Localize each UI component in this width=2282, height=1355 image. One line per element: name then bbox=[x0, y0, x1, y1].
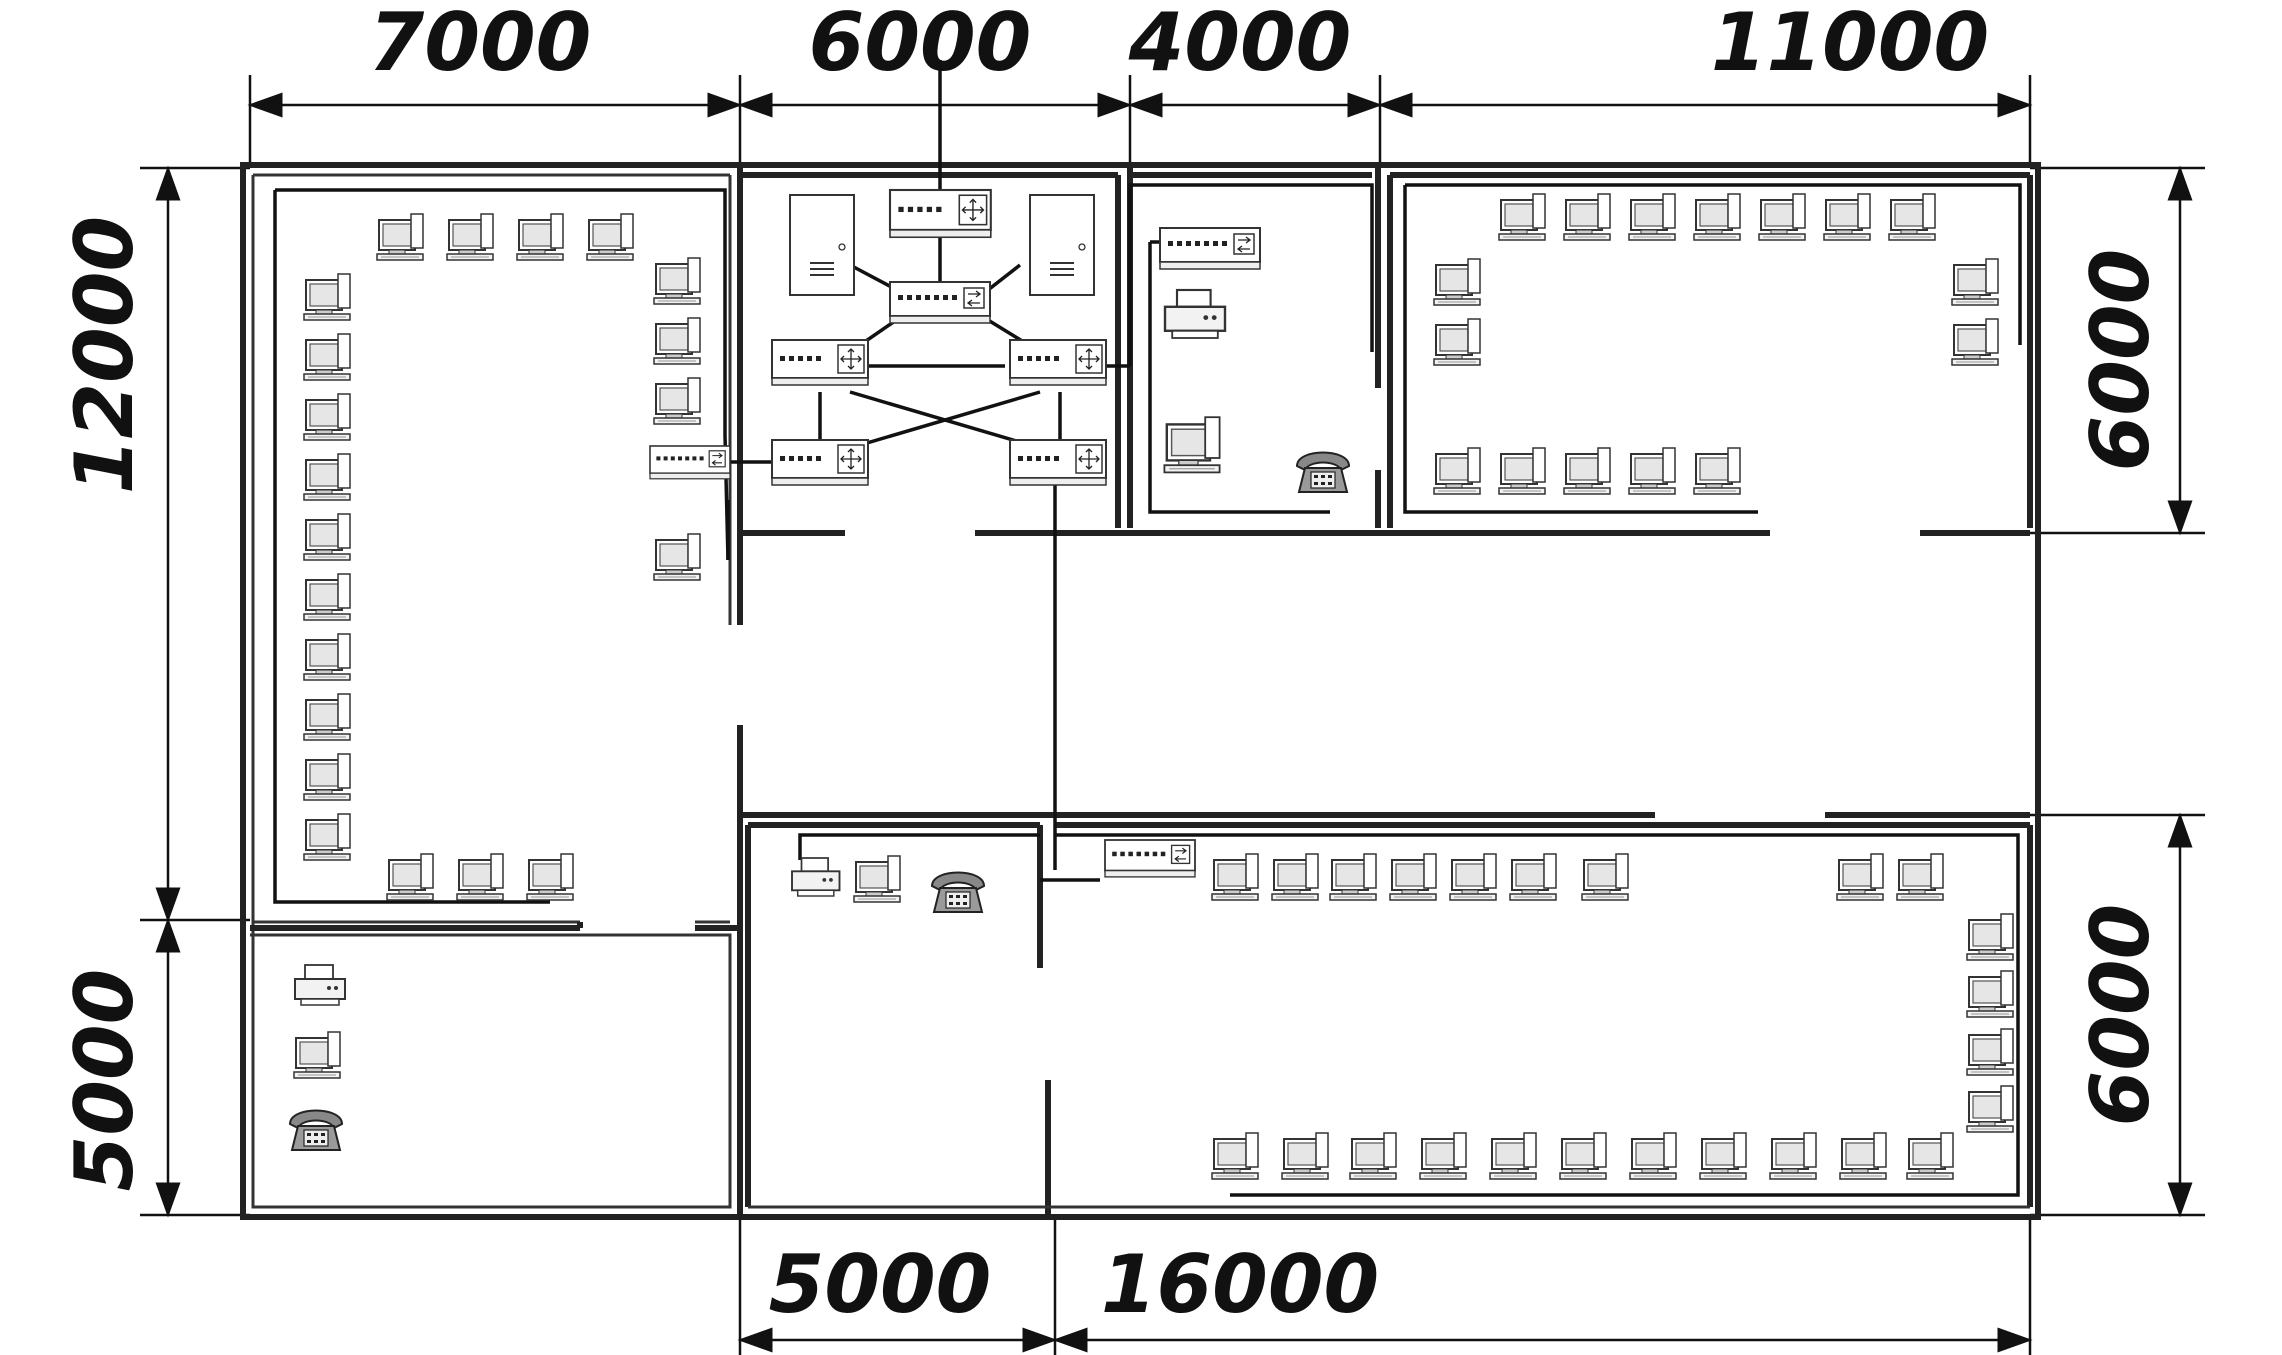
server-icon bbox=[789, 194, 855, 296]
telephone-icon bbox=[289, 1109, 343, 1151]
computer-icon bbox=[386, 853, 434, 901]
computer-icon bbox=[1966, 970, 2014, 1018]
computer-icon bbox=[1966, 1028, 2014, 1076]
computer-icon bbox=[1758, 193, 1806, 241]
computer-icon bbox=[1628, 193, 1676, 241]
dimension-label-left-1: 12000 bbox=[58, 216, 151, 494]
computer-icon bbox=[1836, 853, 1884, 901]
server-icon bbox=[1029, 194, 1095, 296]
computer-icon bbox=[1699, 1132, 1747, 1180]
printer-icon bbox=[1163, 288, 1227, 340]
telephone-icon bbox=[931, 871, 985, 913]
dimension-label-right-1: 6000 bbox=[2074, 249, 2167, 472]
computer-icon bbox=[1389, 853, 1437, 901]
computer-icon bbox=[853, 855, 901, 903]
computer-icon bbox=[1839, 1132, 1887, 1180]
computer-icon bbox=[1966, 1085, 2014, 1133]
computer-icon bbox=[1489, 1132, 1537, 1180]
computer-icon bbox=[1433, 258, 1481, 306]
computer-icon bbox=[1281, 1132, 1329, 1180]
computer-icon bbox=[1966, 913, 2014, 961]
computer-icon bbox=[1628, 447, 1676, 495]
computer-icon bbox=[1823, 193, 1871, 241]
computer-icon bbox=[1769, 1132, 1817, 1180]
computer-icon bbox=[1509, 853, 1557, 901]
computer-icon bbox=[1329, 853, 1377, 901]
computer-icon bbox=[1581, 853, 1629, 901]
router-icon bbox=[771, 339, 869, 386]
computer-icon bbox=[653, 533, 701, 581]
computer-icon bbox=[1563, 193, 1611, 241]
computer-icon bbox=[653, 377, 701, 425]
computer-icon bbox=[303, 813, 351, 861]
computer-icon bbox=[303, 753, 351, 801]
computer-icon bbox=[586, 213, 634, 261]
computer-icon bbox=[1563, 447, 1611, 495]
computer-icon bbox=[1419, 1132, 1467, 1180]
dimension-lines bbox=[140, 75, 2205, 1355]
building-walls bbox=[240, 162, 2041, 1220]
computer-icon bbox=[1349, 1132, 1397, 1180]
computer-icon bbox=[1433, 318, 1481, 366]
router-icon bbox=[771, 439, 869, 486]
router-icon bbox=[1009, 439, 1107, 486]
computer-icon bbox=[1693, 447, 1741, 495]
switch-icon bbox=[889, 281, 991, 324]
router-icon bbox=[1009, 339, 1107, 386]
computer-icon bbox=[456, 853, 504, 901]
computer-icon bbox=[526, 853, 574, 901]
telephone-icon bbox=[1296, 451, 1350, 493]
printer-icon bbox=[791, 857, 841, 897]
computer-icon bbox=[1693, 193, 1741, 241]
switch-icon bbox=[649, 445, 731, 480]
computer-icon bbox=[303, 333, 351, 381]
computer-icon bbox=[1449, 853, 1497, 901]
computer-icon bbox=[653, 317, 701, 365]
dimension-label-left-2: 5000 bbox=[58, 969, 151, 1192]
computer-icon bbox=[1211, 1132, 1259, 1180]
dimension-label-bottom-1: 5000 bbox=[769, 1238, 992, 1331]
computer-icon bbox=[303, 393, 351, 441]
computer-icon bbox=[1888, 193, 1936, 241]
computer-icon bbox=[1629, 1132, 1677, 1180]
dimension-label-bottom-2: 16000 bbox=[1101, 1238, 1379, 1331]
computer-icon bbox=[1559, 1132, 1607, 1180]
computer-icon bbox=[303, 273, 351, 321]
dimension-label-top-2: 6000 bbox=[809, 0, 1032, 89]
computer-icon bbox=[1433, 447, 1481, 495]
dimension-label-top-4: 11000 bbox=[1711, 0, 1989, 89]
computer-icon bbox=[303, 693, 351, 741]
computer-icon bbox=[1951, 318, 1999, 366]
computer-icon bbox=[376, 213, 424, 261]
computer-icon bbox=[1163, 416, 1221, 474]
computer-icon bbox=[1271, 853, 1319, 901]
computer-icon bbox=[1896, 853, 1944, 901]
computer-icon bbox=[446, 213, 494, 261]
dimension-label-right-2: 6000 bbox=[2074, 904, 2167, 1127]
switch-icon bbox=[1104, 839, 1196, 878]
computer-icon bbox=[303, 633, 351, 681]
computer-icon bbox=[303, 573, 351, 621]
switch-icon bbox=[1159, 227, 1261, 270]
computer-icon bbox=[1498, 193, 1546, 241]
printer-icon bbox=[294, 964, 346, 1006]
computer-icon bbox=[303, 453, 351, 501]
computer-icon bbox=[516, 213, 564, 261]
dimension-label-top-1: 7000 bbox=[369, 0, 592, 89]
computer-icon bbox=[1498, 447, 1546, 495]
computer-icon bbox=[653, 257, 701, 305]
computer-icon bbox=[1211, 853, 1259, 901]
computer-icon bbox=[1951, 258, 1999, 306]
network-cables bbox=[273, 60, 2022, 1197]
computer-icon bbox=[293, 1031, 341, 1079]
computer-icon bbox=[303, 513, 351, 561]
computer-icon bbox=[1906, 1132, 1954, 1180]
dimension-label-top-3: 4000 bbox=[1128, 0, 1352, 89]
router-icon bbox=[888, 188, 992, 239]
